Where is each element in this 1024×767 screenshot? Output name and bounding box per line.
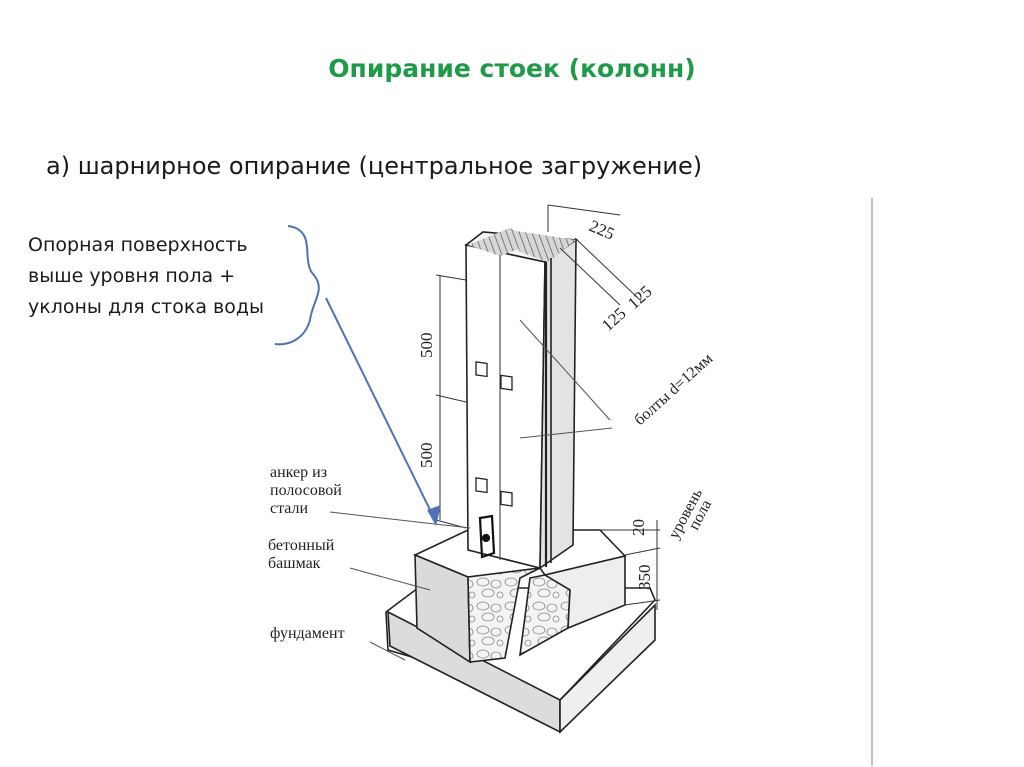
bolts-label: болты d=12мм xyxy=(631,350,716,429)
anchor-label-line-1: анкер из xyxy=(270,464,327,481)
dim-top-225: 225 xyxy=(586,216,617,243)
dim-20: 20 xyxy=(629,519,648,536)
slide-title: Опирание стоек (колонн) xyxy=(328,54,696,83)
dim-side-125-b: 125 xyxy=(624,282,656,313)
shoe-label-line-2: башмак xyxy=(268,555,321,572)
dim-350: 350 xyxy=(635,565,654,591)
foundation-label: фундамент xyxy=(270,625,345,642)
support-surface-note: Опорная поверхность выше уровня пола + у… xyxy=(28,230,318,323)
bolt-plates xyxy=(475,361,513,507)
note-line-1: Опорная поверхность xyxy=(28,234,248,256)
note-line-3: уклоны для стока воды xyxy=(28,296,264,318)
dim-side-125-a: 125 xyxy=(598,304,630,335)
dim-lower-500: 500 xyxy=(417,443,436,469)
note-line-2: выше уровня пола + xyxy=(28,265,236,287)
anchor-label-line-2: полосовой xyxy=(270,482,342,499)
anchor-label-line-3: стали xyxy=(270,500,309,517)
dimension-lines xyxy=(435,204,661,610)
annotation-arrow xyxy=(274,225,441,526)
shoe-label-line-1: бетонный xyxy=(268,537,335,554)
steel-anchor xyxy=(478,514,496,559)
leader-lines xyxy=(329,319,613,661)
dim-upper-500: 500 xyxy=(417,333,436,359)
subtitle: а) шарнирное опирание (центральное загру… xyxy=(46,152,703,180)
